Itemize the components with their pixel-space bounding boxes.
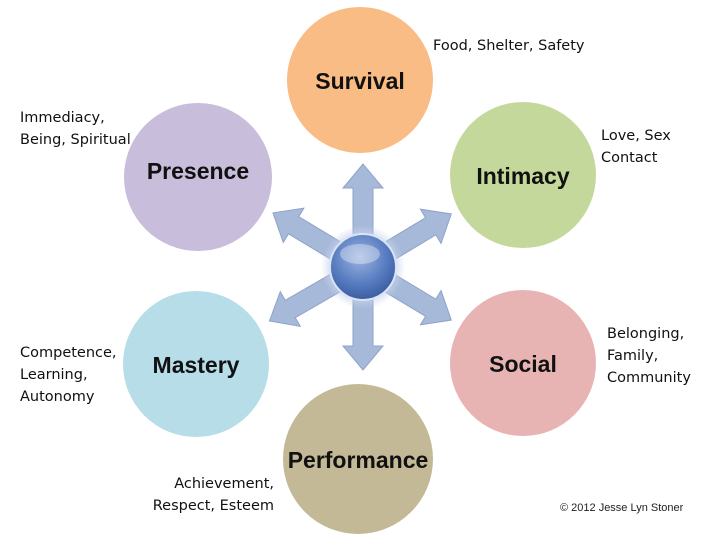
label-social: Social xyxy=(489,351,557,377)
label-performance: Performance xyxy=(288,447,429,473)
node-social: Social xyxy=(450,290,596,436)
desc-presence-line-1: Immediacy, xyxy=(20,110,105,126)
label-presence: Presence xyxy=(147,158,249,184)
desc-performance-line-1: Achievement, xyxy=(174,476,274,492)
desc-social-line-1: Belonging, xyxy=(607,326,685,342)
node-performance: Performance xyxy=(283,384,433,534)
desc-performance-line-2: Respect, Esteem xyxy=(152,498,274,514)
label-survival: Survival xyxy=(315,68,405,94)
desc-survival: Food, Shelter, Safety xyxy=(433,35,585,57)
desc-survival-line-1: Food, Shelter, Safety xyxy=(433,38,585,54)
desc-performance: Achievement, Respect, Esteem xyxy=(153,473,274,517)
desc-intimacy-line-2: Contact xyxy=(601,150,658,166)
hub-highlight xyxy=(340,244,380,264)
circle-intimacy xyxy=(450,102,596,248)
desc-mastery-line-1: Competence, xyxy=(20,345,117,361)
node-presence: Presence xyxy=(124,103,272,251)
node-intimacy: Intimacy xyxy=(450,102,596,248)
desc-social: Belonging, Family, Community xyxy=(607,323,691,389)
circle-survival xyxy=(287,7,433,153)
circle-performance xyxy=(283,384,433,534)
circle-presence xyxy=(124,103,272,251)
circle-social xyxy=(450,290,596,436)
label-mastery: Mastery xyxy=(153,352,240,378)
desc-social-line-3: Community xyxy=(607,370,691,386)
desc-presence-line-2: Being, Spiritual xyxy=(20,132,131,148)
label-intimacy: Intimacy xyxy=(476,163,570,189)
circle-mastery xyxy=(123,291,269,437)
desc-mastery-line-2: Learning, xyxy=(20,367,88,383)
copyright-notice: © 2012 Jesse Lyn Stoner xyxy=(560,502,684,514)
desc-presence: Immediacy, Being, Spiritual xyxy=(20,107,131,151)
desc-intimacy-line-1: Love, Sex xyxy=(601,128,671,144)
node-mastery: Mastery xyxy=(123,291,269,437)
desc-intimacy: Love, Sex Contact xyxy=(601,125,671,169)
node-survival: Survival xyxy=(287,7,433,153)
desc-social-line-2: Family, xyxy=(607,348,659,364)
hub-circle xyxy=(329,233,397,301)
desc-mastery: Competence, Learning, Autonomy xyxy=(20,342,117,408)
desc-mastery-line-3: Autonomy xyxy=(20,389,95,405)
